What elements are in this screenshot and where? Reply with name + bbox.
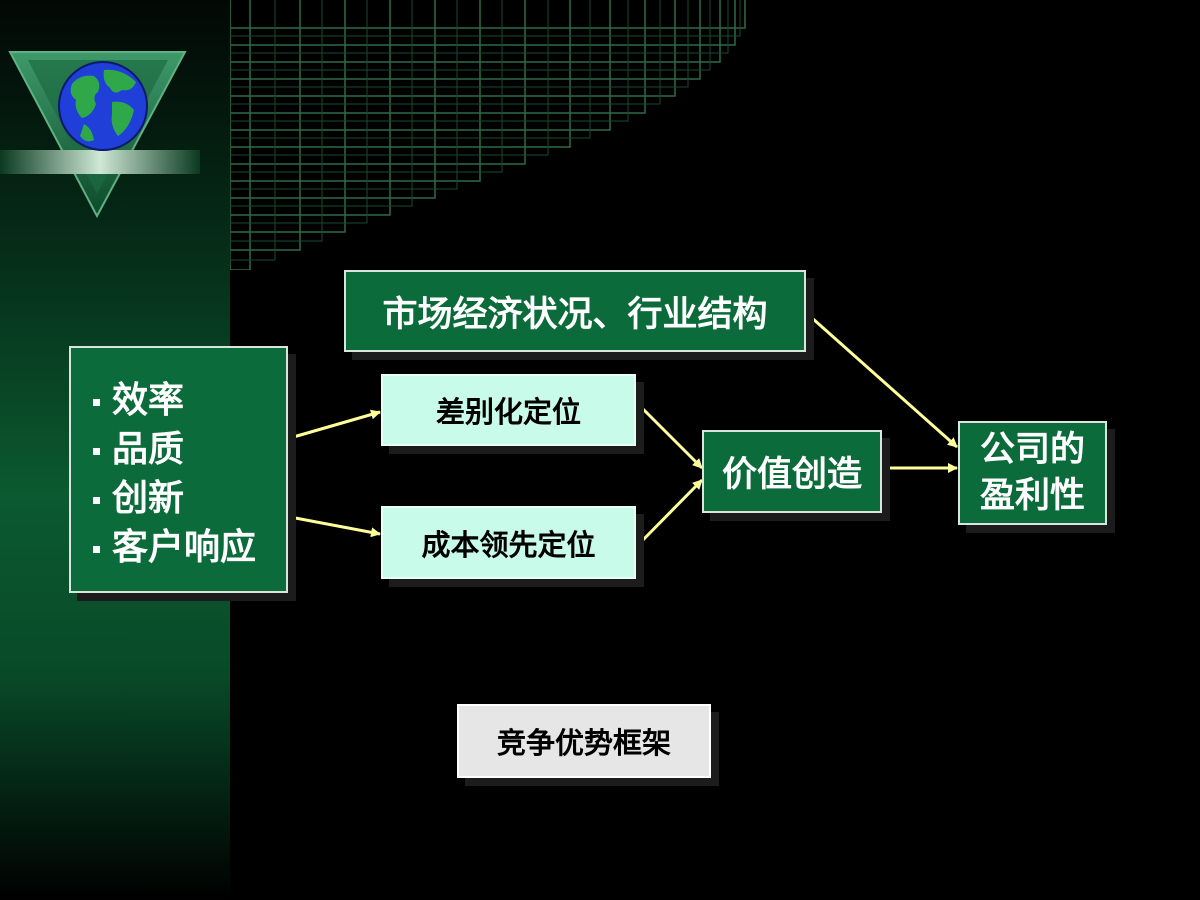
value-creation-label: 价值创造 [721, 455, 862, 495]
market-conditions-box: 市场经济状况、行业结构 [344, 270, 806, 352]
framework-caption-label: 竞争优势框架 [496, 726, 671, 760]
driver-label: 品质 [112, 429, 185, 470]
driver-item: 客户响应 [93, 523, 286, 572]
arrow-drivers-to-cost [289, 515, 381, 538]
concentric-frame-decoration [230, 0, 746, 270]
arrow-differentiation-to-value [636, 402, 704, 470]
driver-item: 效率 [93, 376, 286, 425]
driver-label: 客户响应 [112, 527, 257, 568]
competitive-drivers-box: 效率 品质 创新 客户响应 [69, 346, 288, 593]
profitability-line2: 盈利性 [979, 476, 1085, 516]
value-creation-box: 价值创造 [702, 430, 882, 513]
arrow-cost-to-value [636, 478, 704, 547]
cost-leadership-box: 成本领先定位 [381, 506, 636, 579]
bullet-icon [93, 546, 100, 553]
driver-label: 效率 [112, 380, 185, 421]
profitability-box: 公司的 盈利性 [958, 421, 1107, 525]
arrow-drivers-to-differentiation [289, 409, 381, 440]
bullet-icon [93, 448, 100, 455]
differentiation-box: 差别化定位 [381, 374, 636, 446]
arrow-market-to-profit [811, 316, 958, 449]
bullet-icon [93, 399, 100, 406]
profitability-line1: 公司的 [979, 430, 1085, 470]
differentiation-label: 差别化定位 [435, 395, 581, 429]
bullet-icon [93, 497, 100, 504]
driver-label: 创新 [112, 478, 185, 519]
globe-logo [0, 51, 200, 219]
market-conditions-label: 市场经济状况、行业结构 [382, 294, 768, 335]
framework-caption-box: 竞争优势框架 [457, 704, 711, 778]
driver-item: 品质 [93, 425, 286, 474]
globe-icon [58, 61, 148, 151]
driver-item: 创新 [93, 474, 286, 523]
cost-leadership-label: 成本领先定位 [421, 527, 596, 562]
